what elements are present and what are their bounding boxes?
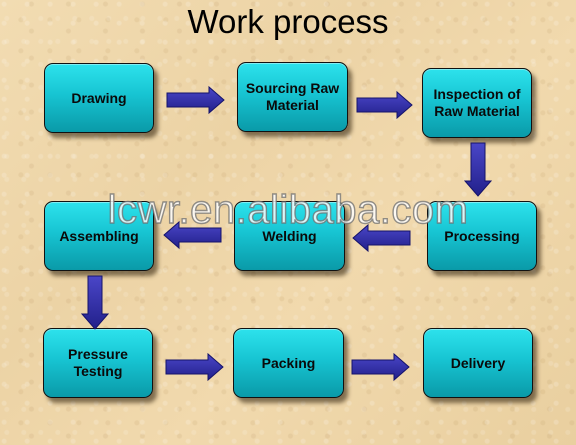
step-inspection-of-raw-material: Inspection of Raw Material xyxy=(422,68,532,138)
arrow-processing-to-welding xyxy=(352,223,411,253)
step-packing: Packing xyxy=(233,328,344,398)
step-sourcing-raw-material: Sourcing Raw Material xyxy=(237,62,348,132)
step-pressure-testing: Pressure Testing xyxy=(43,328,153,398)
arrow-assembling-to-pressure xyxy=(80,275,110,330)
arrow-sourcing-to-inspection xyxy=(356,90,413,120)
step-processing: Processing xyxy=(427,201,537,271)
step-delivery: Delivery xyxy=(423,328,533,398)
arrow-welding-to-assembling xyxy=(163,220,222,250)
arrow-drawing-to-sourcing xyxy=(166,85,225,115)
step-welding: Welding xyxy=(234,201,345,271)
arrow-inspection-to-processing xyxy=(463,142,493,197)
step-assembling: Assembling xyxy=(44,201,154,271)
arrow-pressure-to-packing xyxy=(165,352,224,382)
page-title: Work process xyxy=(187,3,389,40)
arrow-packing-to-delivery xyxy=(351,352,410,382)
step-drawing: Drawing xyxy=(44,63,154,133)
